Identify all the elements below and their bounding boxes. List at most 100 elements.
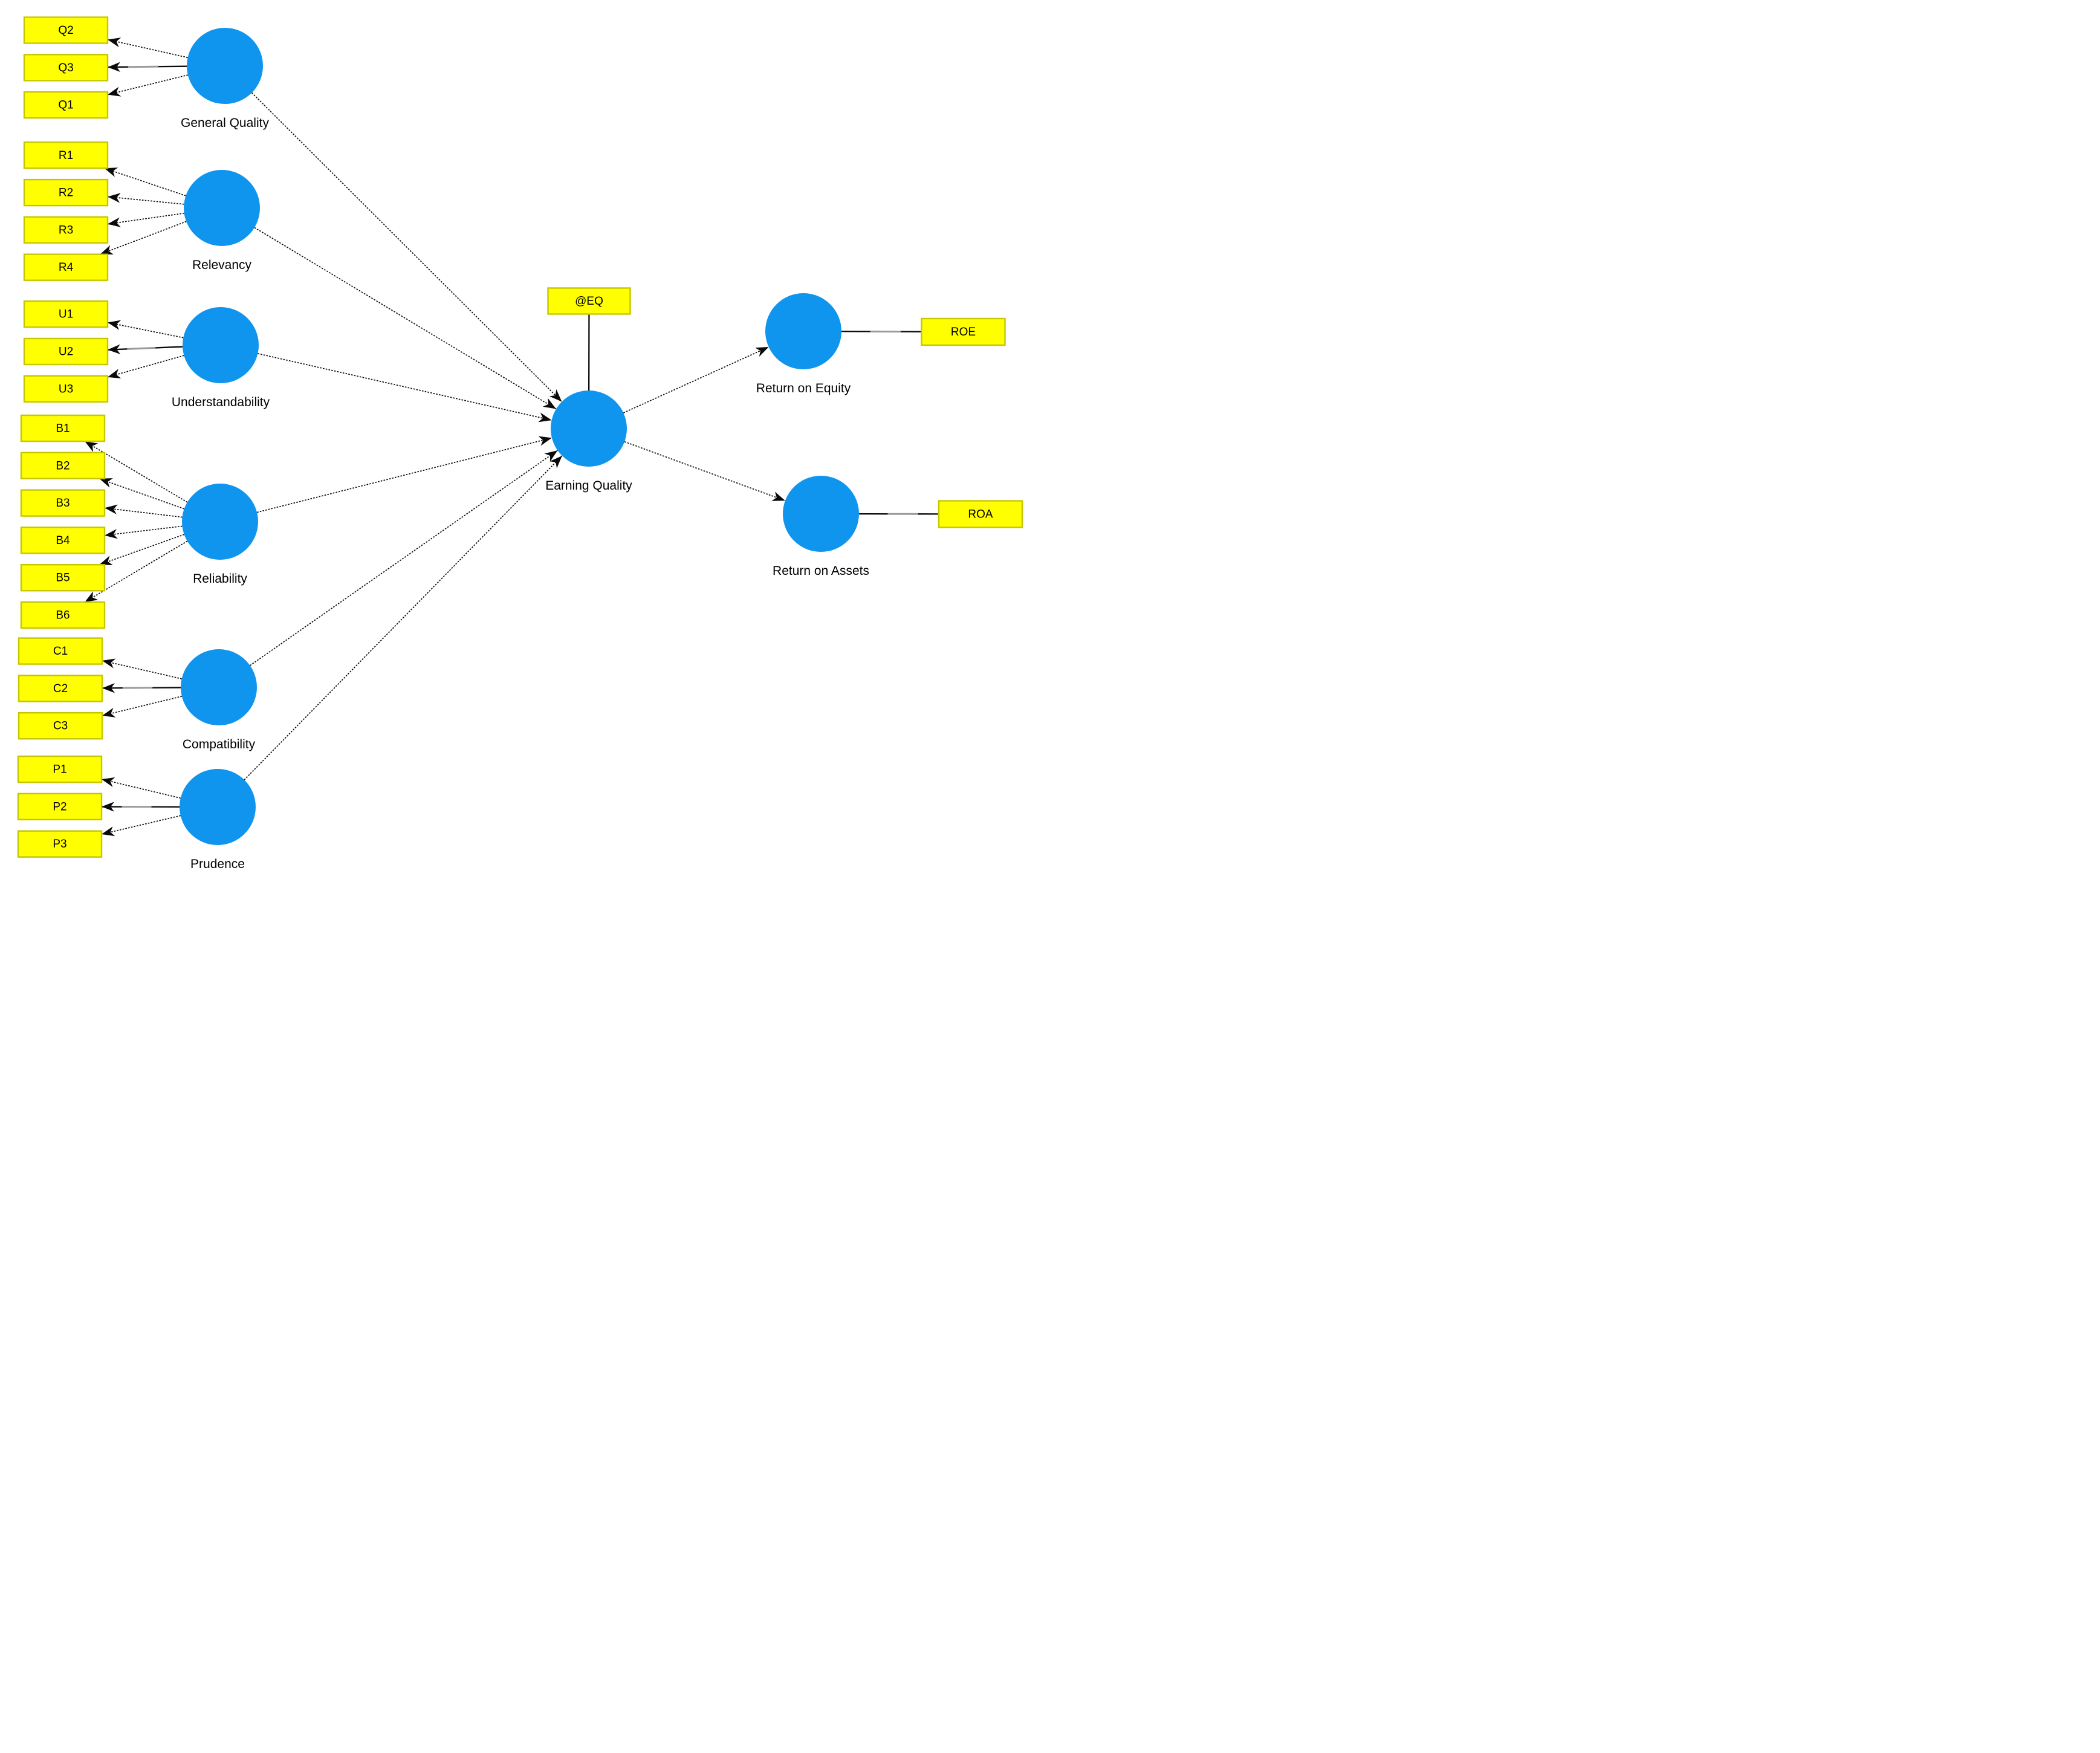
arrowhead-icon bbox=[102, 683, 115, 693]
edge-prudence-to-p1[interactable] bbox=[101, 777, 181, 799]
indicator-label-c1: C1 bbox=[53, 645, 68, 658]
indicator-label-r1: R1 bbox=[59, 149, 73, 162]
edge-general-quality-to-earning-quality[interactable] bbox=[251, 92, 562, 403]
indicator-box-r4[interactable] bbox=[23, 253, 109, 281]
indicator-p1: P1 bbox=[17, 755, 103, 783]
indicator-box-b6[interactable] bbox=[20, 601, 106, 629]
edge-relevancy-to-r2[interactable] bbox=[107, 193, 184, 205]
latent-circle-relevancy[interactable] bbox=[184, 170, 260, 246]
edge-prudence-to-p3[interactable] bbox=[101, 815, 181, 837]
edge-general-quality-to-q1[interactable] bbox=[107, 74, 189, 97]
indicator-p2: P2 bbox=[17, 792, 103, 821]
edge-relevancy-to-r3[interactable] bbox=[107, 212, 184, 227]
indicator-c1: C1 bbox=[18, 637, 103, 665]
indicator-box-q3[interactable] bbox=[23, 54, 109, 82]
latent-node-reliability bbox=[182, 484, 258, 560]
edges-layer bbox=[84, 37, 939, 837]
latent-circle-return-on-equity[interactable] bbox=[765, 293, 841, 369]
indicator-label-b3: B3 bbox=[56, 497, 70, 510]
indicator-box-b5[interactable] bbox=[20, 564, 106, 592]
indicator-box-p3[interactable] bbox=[17, 830, 103, 858]
edge-reliability-to-b5[interactable] bbox=[99, 534, 184, 566]
indicator-box-r2[interactable] bbox=[23, 178, 109, 207]
edge-understandability-to-u3[interactable] bbox=[107, 355, 184, 378]
arrowhead-icon bbox=[108, 193, 121, 203]
edge-relevancy-to-earning-quality[interactable] bbox=[254, 227, 557, 410]
edge-compatibility-to-earning-quality[interactable] bbox=[250, 450, 558, 666]
indicator-label-r3: R3 bbox=[59, 224, 73, 236]
edge-reliability-to-b6[interactable] bbox=[84, 540, 188, 603]
latent-circle-compatibility[interactable] bbox=[181, 649, 257, 725]
indicator-box-u1[interactable] bbox=[23, 300, 109, 328]
indicator-box-r1[interactable] bbox=[23, 141, 109, 169]
indicator-label-c3: C3 bbox=[53, 720, 68, 733]
edge-compatibility-to-c3[interactable] bbox=[102, 696, 182, 718]
arrowhead-icon bbox=[108, 62, 121, 73]
labels-layer: General QualityRelevancyUnderstandabilit… bbox=[172, 116, 869, 871]
arrowhead-icon bbox=[108, 86, 122, 97]
latent-label-understandability: Understandability bbox=[172, 395, 270, 409]
indicator-box-c1[interactable] bbox=[18, 637, 103, 665]
edge-reliability-to-b2[interactable] bbox=[99, 478, 184, 510]
edge-reliability-to-earning-quality[interactable] bbox=[256, 436, 553, 513]
latent-label-prudence: Prudence bbox=[190, 857, 245, 871]
edge-reliability-to-b1[interactable] bbox=[84, 441, 188, 503]
arrowhead-icon bbox=[108, 320, 122, 330]
edge-understandability-to-earning-quality[interactable] bbox=[258, 353, 552, 423]
indicator-box-r3[interactable] bbox=[23, 216, 109, 244]
edge-relevancy-to-r4[interactable] bbox=[100, 221, 187, 255]
arrowhead-icon bbox=[104, 167, 118, 177]
indicator-roa: ROA bbox=[938, 500, 1023, 528]
edge-compatibility-to-c2[interactable] bbox=[102, 683, 181, 693]
latent-label-return-on-assets: Return on Assets bbox=[773, 564, 869, 578]
indicator-box-b2[interactable] bbox=[20, 452, 106, 479]
indicator-box-b4[interactable] bbox=[20, 527, 106, 554]
indicator-box-p2[interactable] bbox=[17, 792, 103, 821]
indicator-label-b1: B1 bbox=[56, 423, 70, 435]
indicator-box-c3[interactable] bbox=[18, 711, 103, 740]
edge-earning-quality-to-return-on-equity[interactable] bbox=[623, 346, 769, 413]
edge-compatibility-to-c1[interactable] bbox=[102, 658, 182, 679]
latent-node-compatibility bbox=[181, 649, 257, 725]
edge-general-quality-to-q2[interactable] bbox=[107, 37, 188, 59]
indicator-box-c2[interactable] bbox=[18, 675, 103, 702]
indicator-box-p1[interactable] bbox=[17, 755, 103, 783]
latent-circle-general-quality[interactable] bbox=[187, 28, 263, 104]
latent-circle-prudence[interactable] bbox=[180, 769, 256, 845]
latent-circle-understandability[interactable] bbox=[183, 307, 259, 383]
indicator-box-b3[interactable] bbox=[20, 489, 106, 517]
arrowhead-icon bbox=[538, 412, 552, 423]
edge-reliability-to-b4[interactable] bbox=[104, 525, 183, 539]
indicator-box-q1[interactable] bbox=[23, 91, 109, 119]
latent-label-compatibility: Compatibility bbox=[183, 737, 256, 751]
latent-circle-reliability[interactable] bbox=[182, 484, 258, 560]
edge-reliability-to-b3[interactable] bbox=[104, 504, 183, 518]
indicator-label-u2: U2 bbox=[59, 346, 73, 358]
edge-earning-quality-to-return-on-assets[interactable] bbox=[624, 441, 786, 502]
indicator-box-q2[interactable] bbox=[23, 16, 109, 44]
arrowhead-icon bbox=[108, 217, 121, 227]
indicator-b6: B6 bbox=[20, 601, 106, 629]
edge-understandability-to-u1[interactable] bbox=[107, 320, 184, 339]
indicator-label-at-eq: @EQ bbox=[575, 295, 603, 308]
indicator-label-b2: B2 bbox=[56, 459, 70, 472]
latent-circle-earning-quality[interactable] bbox=[551, 390, 627, 467]
edge-relevancy-to-r1[interactable] bbox=[104, 167, 186, 196]
edge-return-on-equity-to-roe[interactable] bbox=[841, 330, 922, 333]
indicator-box-b1[interactable] bbox=[20, 414, 106, 442]
indicator-b5: B5 bbox=[20, 564, 106, 592]
indicator-box-roa[interactable] bbox=[938, 500, 1023, 528]
indicator-box-u3[interactable] bbox=[23, 375, 109, 403]
edge-understandability-to-u2[interactable] bbox=[107, 344, 183, 355]
edge-prudence-to-earning-quality[interactable] bbox=[244, 455, 563, 780]
latent-node-relevancy bbox=[184, 170, 260, 246]
edge-prudence-to-p2[interactable] bbox=[101, 802, 180, 812]
indicator-box-u2[interactable] bbox=[23, 337, 109, 366]
edge-general-quality-to-q3[interactable] bbox=[107, 62, 187, 73]
indicator-box-at-eq[interactable] bbox=[547, 287, 631, 315]
indicator-box-roe[interactable] bbox=[921, 317, 1006, 346]
indicator-label-b6: B6 bbox=[56, 609, 70, 622]
arrowhead-icon bbox=[108, 37, 122, 48]
indicator-c2: C2 bbox=[18, 675, 103, 702]
latent-circle-return-on-assets[interactable] bbox=[783, 476, 859, 552]
